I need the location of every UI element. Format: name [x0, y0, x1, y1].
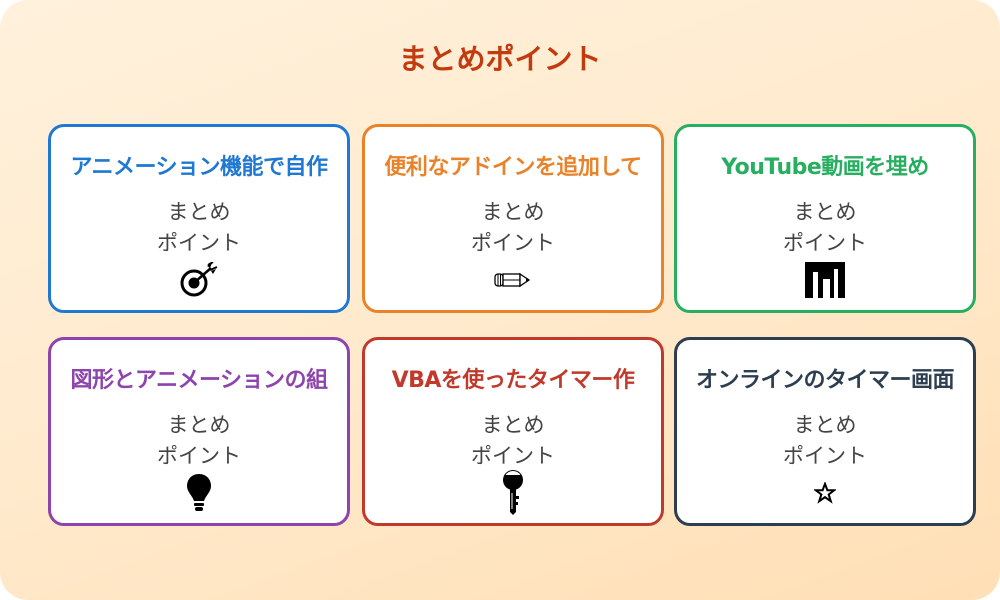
lightbulb-icon: [177, 473, 221, 513]
card-animation-feature: アニメーション機能で自作 まとめ ポイント: [48, 124, 350, 313]
card-subtitle-line2: ポイント: [471, 444, 555, 468]
card-subtitle-line2: ポイント: [157, 231, 241, 255]
card-subtitle-line1: まとめ: [167, 200, 231, 224]
page-title: まとめポイント: [398, 42, 602, 76]
card-subtitle: まとめ ポイント: [51, 410, 347, 472]
card-title: VBAを使ったタイマー作: [391, 368, 635, 393]
card-subtitle-line2: ポイント: [471, 231, 555, 255]
card-title: オンラインのタイマー画面: [695, 368, 955, 393]
card-subtitle: まとめ ポイント: [677, 197, 973, 259]
card-title: 便利なアドインを追加して: [384, 155, 642, 180]
card-subtitle: まとめ ポイント: [51, 197, 347, 259]
card-subtitle-line1: まとめ: [793, 413, 857, 437]
card-title: YouTube動画を埋め: [721, 155, 929, 180]
card-subtitle: まとめ ポイント: [365, 410, 661, 472]
card-subtitle-line1: まとめ: [481, 200, 545, 224]
card-subtitle-line2: ポイント: [157, 444, 241, 468]
bar-chart-icon: [803, 260, 847, 300]
card-subtitle-line2: ポイント: [783, 231, 867, 255]
card-youtube: YouTube動画を埋め まとめ ポイント: [674, 124, 976, 313]
star-icon: [803, 473, 847, 513]
card-subtitle-line1: まとめ: [481, 413, 545, 437]
key-icon: [491, 468, 535, 516]
card-online-timer: オンラインのタイマー画面 まとめ ポイント: [674, 337, 976, 526]
pencil-icon: [491, 260, 535, 300]
card-subtitle-line1: まとめ: [167, 413, 231, 437]
card-subtitle-line2: ポイント: [783, 444, 867, 468]
card-title: アニメーション機能で自作: [70, 155, 328, 180]
card-shapes-animation: 図形とアニメーションの組 まとめ ポイント: [48, 337, 350, 526]
card-subtitle-line1: まとめ: [793, 200, 857, 224]
card-title: 図形とアニメーションの組: [70, 368, 328, 393]
card-subtitle: まとめ ポイント: [677, 410, 973, 472]
card-subtitle: まとめ ポイント: [365, 197, 661, 259]
card-vba-timer: VBAを使ったタイマー作 まとめ ポイント: [362, 337, 664, 526]
target-icon: [177, 260, 221, 300]
card-addin: 便利なアドインを追加して まとめ ポイント: [362, 124, 664, 313]
